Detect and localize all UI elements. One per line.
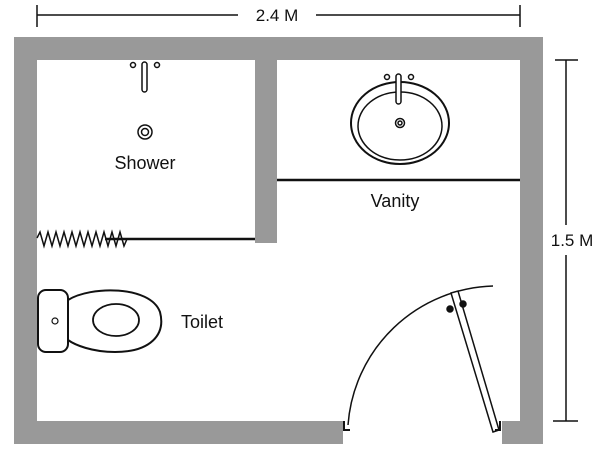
toilet: [37, 289, 163, 354]
vanity-label: Vanity: [371, 191, 420, 211]
door-leaf: [450, 290, 500, 433]
door-handle: [446, 305, 454, 313]
height-dimension: [553, 59, 578, 422]
width-dimension: [36, 5, 521, 27]
width-label: 2.4 M: [256, 6, 299, 25]
shower-label: Shower: [114, 153, 175, 173]
height-label: 1.5 M: [551, 231, 594, 250]
shower: [36, 61, 255, 249]
door[interactable]: [343, 285, 501, 433]
toilet-label: Toilet: [181, 312, 223, 332]
sink: [277, 73, 520, 182]
shower-curtain: [36, 229, 128, 249]
door-swing-arc: [347, 285, 494, 426]
walls: [14, 37, 543, 444]
